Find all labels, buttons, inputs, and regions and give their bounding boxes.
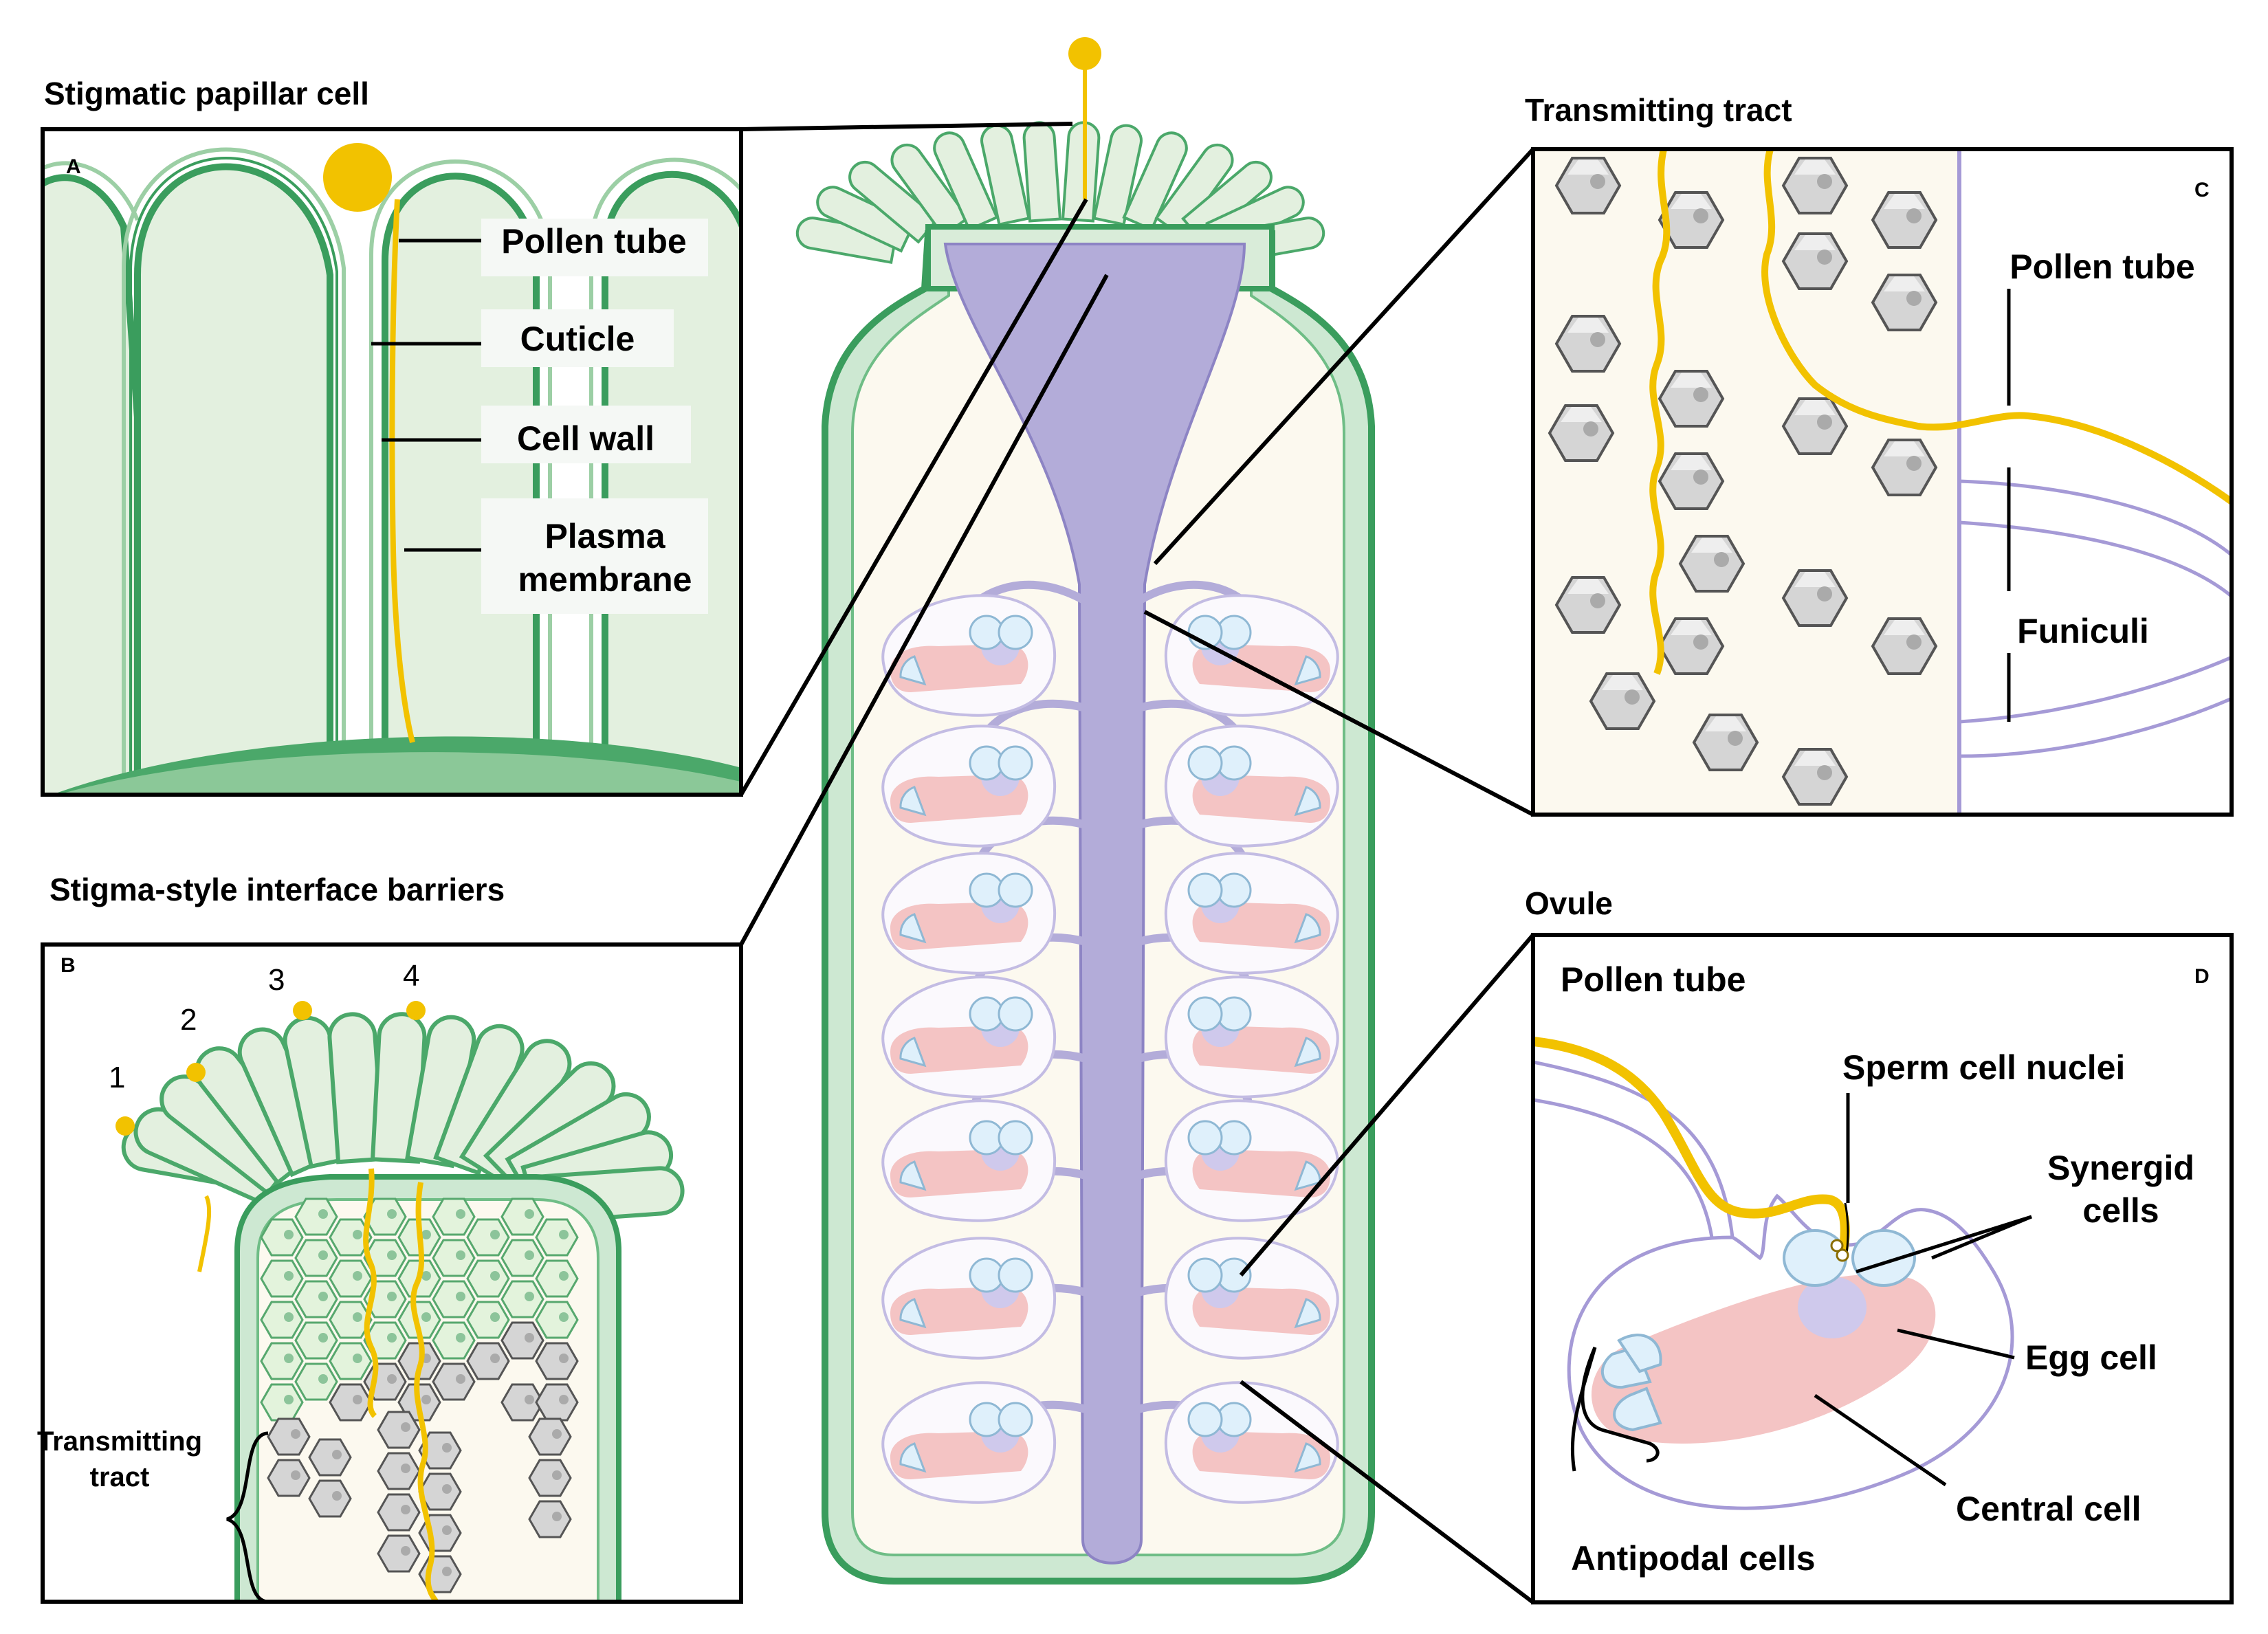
pollen-grain xyxy=(1068,37,1101,70)
panel-d-illustration xyxy=(1533,935,2232,1602)
panel-b-illustration xyxy=(43,945,741,1602)
label-sperm-cell-nuclei: Sperm cell nuclei xyxy=(1842,1048,2125,1087)
label-pollen-tube-d: Pollen tube xyxy=(1561,960,1746,999)
panel-a-leaders xyxy=(371,239,481,552)
label-egg-cell: Egg cell xyxy=(2025,1338,2157,1377)
panel-b-tag: B xyxy=(60,954,76,977)
label-pollen-tube-c: Pollen tube xyxy=(2010,247,2194,286)
panel-a-frame xyxy=(41,127,743,797)
panel-c-frame xyxy=(1531,147,2234,817)
panel-a-tag: A xyxy=(66,155,81,178)
panel-b-frame xyxy=(41,942,743,1604)
barrier-number-2: 2 xyxy=(180,1003,197,1037)
label-central-cell: Central cell xyxy=(1956,1490,2142,1528)
label-funiculi: Funiculi xyxy=(2017,612,2149,650)
panel-d-leaders xyxy=(1570,1093,2032,1487)
panel-d-heading: Ovule xyxy=(1525,885,1613,921)
barrier-number-3: 3 xyxy=(268,963,285,997)
panel-c-heading: Transmitting tract xyxy=(1525,92,1792,128)
label-plasma: Plasma xyxy=(544,517,665,555)
label-pollen-tube-a: Pollen tube xyxy=(501,222,686,261)
panel-c-illustration xyxy=(1533,149,2232,815)
barrier-number-1: 1 xyxy=(109,1061,125,1094)
label-membrane: membrane xyxy=(518,560,692,599)
panel-d-tag: D xyxy=(2194,965,2210,988)
style-and-transmitting-tract xyxy=(943,243,1246,1565)
label-cuticle: Cuticle xyxy=(520,320,635,358)
label-synergid-cells: cells xyxy=(2082,1191,2159,1230)
label-antipodal-cells: Antipodal cells xyxy=(1571,1539,1816,1578)
panel-a-illustration xyxy=(43,129,741,795)
connector-lines xyxy=(739,122,1535,1604)
panel-d-frame xyxy=(1531,933,2234,1604)
barrier-number-4: 4 xyxy=(403,959,419,993)
panel-c-tag: C xyxy=(2194,179,2210,201)
label-tract: tract xyxy=(90,1462,150,1492)
label-synergid: Synergid xyxy=(2047,1149,2194,1187)
tract-brace xyxy=(226,1431,269,1604)
panel-a-heading: Stigmatic papillar cell xyxy=(44,76,369,111)
central-pistil xyxy=(793,37,1375,1585)
label-cell-wall: Cell wall xyxy=(517,419,654,458)
label-transmitting: Transmitting xyxy=(37,1426,202,1457)
panel-b-heading: Stigma-style interface barriers xyxy=(49,872,505,907)
